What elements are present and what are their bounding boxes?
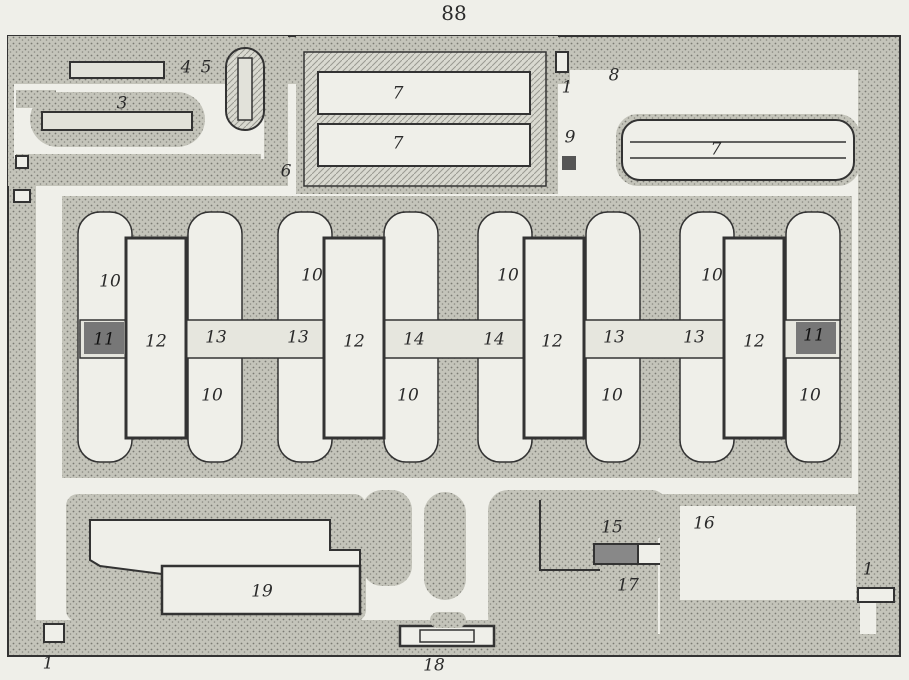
top-center-plot <box>296 36 558 194</box>
bottom-left-zone <box>66 490 412 622</box>
label-9: 9 <box>564 127 576 148</box>
unit-11-right <box>796 322 836 354</box>
label-13: 13 <box>205 327 227 348</box>
label-14: 14 <box>403 329 425 350</box>
building-7b <box>317 123 531 167</box>
barn-12 <box>322 236 386 440</box>
label-1: 1 <box>561 77 573 98</box>
label-12: 12 <box>541 331 563 352</box>
label-8: 8 <box>608 65 620 86</box>
building-15 <box>593 543 639 565</box>
service-zone <box>8 36 288 203</box>
label-14: 14 <box>483 329 505 350</box>
label-10: 10 <box>99 271 121 292</box>
label-10: 10 <box>701 265 723 286</box>
label-16: 16 <box>693 513 715 534</box>
unit-11-left <box>84 322 124 354</box>
label-7: 7 <box>392 83 404 104</box>
building-7c <box>621 119 855 181</box>
gate-bottom-left <box>43 623 65 643</box>
page-number: 88 <box>441 1 467 25</box>
bottom-road <box>36 612 658 648</box>
label-12: 12 <box>343 331 365 352</box>
label-5: 5 <box>200 57 212 78</box>
gate-right <box>857 587 895 603</box>
label-10: 10 <box>601 385 623 406</box>
label-7: 7 <box>710 139 722 160</box>
building-4 <box>69 61 165 79</box>
label-10: 10 <box>799 385 821 406</box>
label-1: 1 <box>42 653 54 674</box>
building-7a <box>317 71 531 115</box>
label-10: 10 <box>301 265 323 286</box>
label-18: 18 <box>423 655 445 676</box>
label-11: 11 <box>803 325 825 346</box>
label-6: 6 <box>280 161 292 182</box>
corridor <box>79 319 841 359</box>
label-10: 10 <box>497 265 519 286</box>
label-13: 13 <box>287 327 309 348</box>
gate-top <box>555 51 569 73</box>
label-7: 7 <box>392 133 404 154</box>
building-19 <box>160 564 362 616</box>
barn-12 <box>522 236 586 440</box>
label-1: 1 <box>862 559 874 580</box>
barn-12 <box>722 236 786 440</box>
label-15: 15 <box>601 517 623 538</box>
barn-12 <box>124 236 188 440</box>
barn-block <box>62 196 852 478</box>
label-12: 12 <box>743 331 765 352</box>
label-17: 17 <box>617 575 639 596</box>
building-3 <box>41 111 193 131</box>
label-11: 11 <box>93 329 115 350</box>
structure-9 <box>562 156 576 170</box>
label-10: 10 <box>201 385 223 406</box>
label-3: 3 <box>116 93 128 114</box>
label-13: 13 <box>683 327 705 348</box>
central-islands <box>424 490 666 636</box>
gate-small-left <box>15 155 29 169</box>
label-4: 4 <box>180 57 192 78</box>
label-12: 12 <box>145 331 167 352</box>
bottom-right-zone <box>660 494 895 634</box>
label-10: 10 <box>397 385 419 406</box>
label-19: 19 <box>251 581 273 602</box>
top-right-area <box>555 51 876 590</box>
label-13: 13 <box>603 327 625 348</box>
